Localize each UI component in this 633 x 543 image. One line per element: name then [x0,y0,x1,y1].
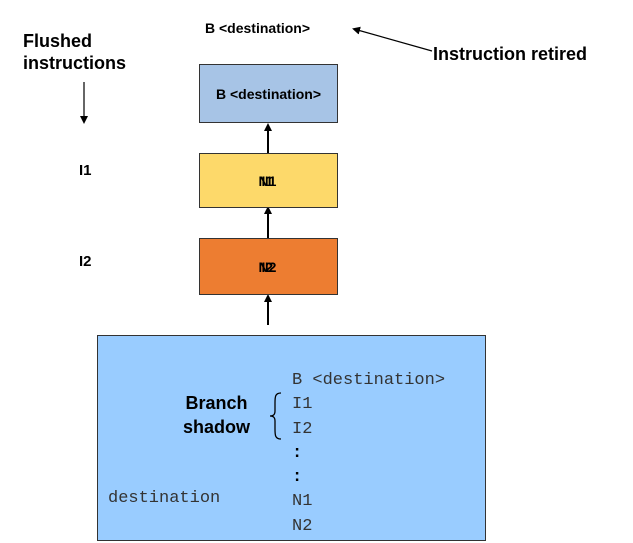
stage-mid-label-back: N1 [258,172,277,189]
instruction-retired-label: Instruction retired [433,44,588,64]
flushed-label-line1: Flushed [23,31,93,51]
code-line: : [292,468,303,488]
code-line: B <destination> [292,371,446,390]
stage-low-overlapping-labels: N2 I2 [259,259,279,275]
destination-label: destination [108,489,221,508]
pipeline-stage-mid: N1 I1 [199,153,338,208]
pipeline-stage-top: B <destination> [199,64,338,123]
code-line: I1 [292,395,313,415]
top-instruction-label: B <destination> [205,20,311,36]
stage-top-label: B <destination> [215,85,322,102]
stage-low-label-front: I2 [261,258,274,275]
code-listing: B <destination> I1 I2 : : N1 N2 [292,369,445,539]
code-box: Branch shadow destination B <destination… [97,335,486,541]
code-line: : [292,443,303,463]
stage-mid-overlapping-labels: N1 I1 [259,173,279,189]
code-line: N1 [292,492,313,512]
pipeline-stage-low: N2 I2 [199,238,338,295]
code-line: I2 [292,419,313,439]
branch-label-line2: shadow [183,417,251,437]
side-label-i2: I2 [79,253,92,270]
branch-label-line1: Branch [185,393,248,413]
stage-mid-label-front: I1 [261,172,274,189]
branch-shadow-label: Branch shadow [183,391,250,439]
side-label-i1: I1 [79,162,92,179]
flushed-label-line2: instructions [23,53,127,73]
flushed-instructions-label: Flushed instructions [23,30,126,74]
retired-pointer-arrow [352,26,433,52]
curly-brace-icon [269,392,282,440]
stage-low-label-back: N2 [258,258,277,275]
code-line: N2 [292,516,313,536]
